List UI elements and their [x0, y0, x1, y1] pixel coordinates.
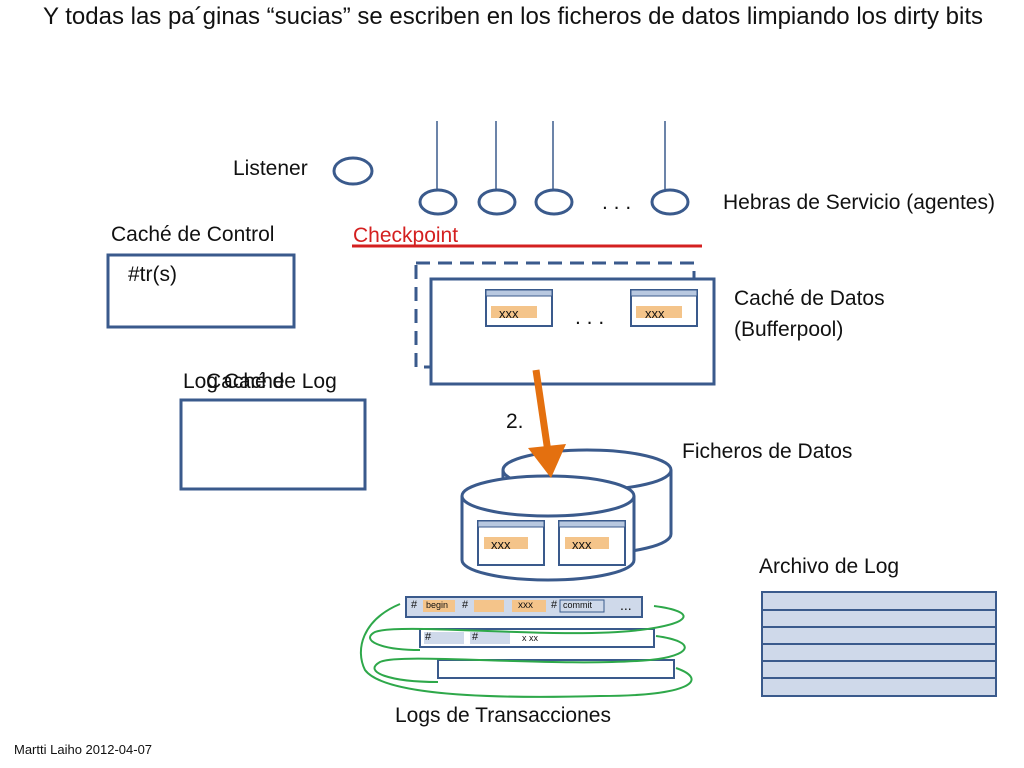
log-cache-box — [179, 398, 367, 491]
file-page-2-label: xxx — [572, 537, 592, 552]
log-row-1 — [405, 596, 643, 618]
flush-arrow — [528, 369, 566, 478]
listener-label: Listener — [233, 157, 308, 180]
log2-marker: x xx — [522, 633, 539, 643]
cache-page-2 — [630, 289, 698, 327]
log2-hash-1: # — [425, 631, 432, 643]
cache-page-1-label: xxx — [499, 306, 519, 321]
step-label: 2. — [506, 410, 524, 433]
log-xxx: xxx — [518, 600, 533, 611]
log-rotation-curves — [359, 603, 693, 698]
control-cache-content: #tr(s) — [128, 263, 177, 286]
footer-author: Martti Laiho 2012-04-07 — [14, 742, 153, 757]
transaction-logs-label: Logs de Transacciones — [395, 704, 611, 727]
data-cache-label-line2: (Bufferpool) — [734, 318, 844, 341]
cache-page-2-label: xxx — [645, 306, 665, 321]
archive-log-stack — [761, 591, 997, 697]
listener-ellipse — [332, 156, 374, 186]
log-hash-2: # — [462, 599, 469, 611]
log-archive-label: Archivo de Log — [759, 555, 900, 578]
file-page-1-label: xxx — [491, 537, 511, 552]
log-row-3 — [437, 659, 675, 679]
threads-ellipsis: . . . — [602, 191, 632, 214]
service-threads-label: Hebras de Servicio (agentes) — [723, 191, 995, 214]
slide-title: Y todas las pa´ginas “sucias” se escribe… — [42, 3, 984, 30]
log-cache-label-es: Caché de Log — [206, 370, 337, 393]
log2-hash-2: # — [472, 631, 479, 643]
log-hash-3: # — [551, 599, 558, 611]
data-cache-label-line1: Caché de Datos — [734, 287, 885, 310]
log-hash-1: # — [411, 599, 418, 611]
control-cache-label: Caché de Control — [111, 223, 275, 246]
cache-page-1 — [485, 289, 553, 327]
file-page-2 — [558, 520, 626, 566]
log-commit: commit — [563, 600, 592, 610]
service-thread-ellipses — [418, 188, 690, 216]
thread-lines — [436, 121, 666, 190]
cache-ellipsis: . . . — [575, 306, 605, 329]
log-ellipsis: ... — [620, 597, 632, 613]
log-begin: begin — [426, 600, 449, 610]
log-cache-label-en: Log Cache — [183, 370, 285, 393]
data-files-label: Ficheros de Datos — [682, 440, 853, 463]
file-page-1 — [477, 520, 545, 566]
control-cache-box — [106, 253, 296, 329]
checkpoint-label: Checkpoint — [353, 224, 459, 247]
